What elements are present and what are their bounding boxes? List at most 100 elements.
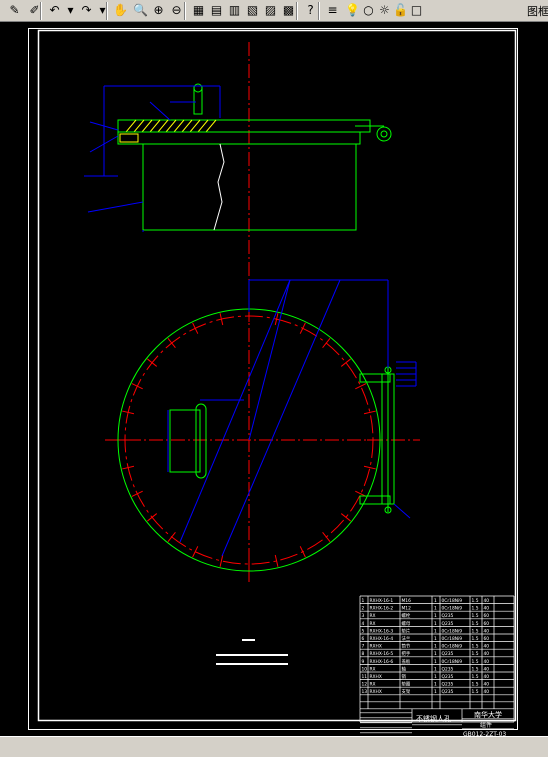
bolt-tick — [122, 465, 135, 470]
plan-dimensions — [167, 279, 417, 557]
help-icon[interactable]: ? — [307, 3, 314, 17]
parts-list-qty: 1 — [434, 628, 437, 634]
parts-list-weight: 1.5 — [472, 666, 479, 672]
lock-icon[interactable]: 🔓 — [393, 3, 408, 17]
parts-list-qty: 1 — [434, 651, 437, 657]
parts-list-note: 40 — [484, 628, 490, 634]
undo-icon[interactable]: ↶ — [49, 3, 60, 17]
parts-list-no: 10 — [362, 666, 368, 672]
parts-list-qty: 1 — [434, 659, 437, 665]
school-name: 南华大学 — [474, 710, 502, 719]
properties-icon[interactable]: ▦ — [192, 3, 205, 17]
markup-icon[interactable]: ▨ — [264, 3, 277, 17]
handle-slot — [195, 403, 207, 479]
parts-list-name: 把手 — [402, 650, 411, 657]
hinge-bottom-lug — [359, 495, 391, 505]
freeze-icon[interactable]: ☼ — [379, 3, 390, 17]
pan-icon[interactable]: ✋ — [113, 3, 128, 17]
cad-drawing: 1RXHX-16-1M1610Cr18Ni91.5402RXHX-16-2M12… — [28, 28, 518, 736]
parts-list-material: 0Cr18Ni9 — [442, 628, 463, 634]
parts-list-name: 垫片 — [402, 627, 411, 634]
handle-knob — [193, 83, 203, 93]
layers-icon[interactable]: ≡ — [327, 3, 338, 17]
sheet-outer-border — [28, 28, 518, 730]
parts-list-material: 0Cr18Ni9 — [442, 636, 463, 642]
technical-notes — [216, 639, 288, 665]
parts-list-name: 盖板 — [402, 658, 411, 665]
bolt-tick — [274, 313, 279, 326]
parts-list-no: 9 — [362, 659, 365, 665]
zoom-window-icon[interactable]: ⊕ — [153, 3, 164, 17]
parts-list-code: RXHX-16-6 — [370, 659, 394, 665]
parts-list-no: 8 — [362, 651, 365, 657]
parts-list-code: RX — [370, 666, 376, 672]
parts-list-name: M12 — [402, 606, 412, 612]
parts-list-material: Q235 — [442, 613, 454, 619]
zoom-previous-icon[interactable]: ⊖ — [171, 3, 182, 17]
highlighter-icon[interactable]: ✐ — [29, 3, 40, 17]
parts-list-qty: 1 — [434, 621, 437, 627]
calculator-icon[interactable]: ▩ — [282, 3, 295, 17]
parts-list-no: 3 — [362, 613, 365, 619]
light-bulb-icon[interactable]: 💡 — [345, 3, 360, 17]
parts-list-name: M16 — [402, 598, 412, 604]
parts-list-no: 1 — [362, 598, 365, 604]
standard-toolbar: ✎✐↶▾↷▾✋🔍⊕⊖▦▤▥▧▨▩?≡💡○☼🔓□图框 — [0, 0, 548, 22]
parts-list-qty: 1 — [434, 689, 437, 695]
parts-list-note: 40 — [484, 651, 490, 657]
parts-list-code: RX — [370, 621, 376, 627]
parts-list-material: Q235 — [442, 689, 454, 695]
parts-list-weight: 1.5 — [472, 644, 479, 650]
parts-list-code: RXHX — [370, 689, 382, 695]
bolt-tick — [131, 383, 143, 390]
design-center-icon[interactable]: ▤ — [210, 3, 223, 17]
parts-list-note: 40 — [484, 659, 490, 665]
bolt-tick — [219, 554, 224, 567]
parts-list-weight: 1.5 — [472, 636, 479, 642]
parts-list-weight: 1.5 — [472, 606, 479, 612]
parts-list-weight: 1.5 — [472, 613, 479, 619]
cover-plate — [117, 119, 371, 133]
color-swatch-icon[interactable]: □ — [410, 3, 423, 17]
parts-list-note: 40 — [484, 598, 490, 604]
undo-dropdown-icon[interactable]: ▾ — [67, 3, 74, 17]
hinge-pin — [376, 126, 392, 142]
parts-list-code: RXHX-16-5 — [370, 651, 394, 657]
parts-list-qty: 1 — [434, 674, 437, 680]
bolt-tick — [363, 410, 376, 415]
parts-list-name: 筒节 — [402, 643, 411, 650]
section-dimensions — [84, 85, 221, 232]
sheet-set-icon[interactable]: ▧ — [246, 3, 259, 17]
parts-list-code: RXHX — [370, 674, 382, 680]
redo-dropdown-icon[interactable]: ▾ — [99, 3, 106, 17]
parts-list-note: 40 — [484, 689, 490, 695]
bolt-tick — [322, 338, 331, 349]
pencil-icon[interactable]: ✎ — [9, 3, 20, 17]
parts-list-no: 2 — [362, 606, 365, 612]
sun-icon[interactable]: ○ — [363, 3, 374, 17]
bolt-tick — [147, 358, 158, 367]
bolt-tick — [355, 383, 367, 390]
break-line — [213, 143, 225, 231]
section-view — [84, 83, 392, 232]
bolt-tick — [122, 410, 135, 415]
parts-list-weight: 1.5 — [472, 659, 479, 665]
handle-plate — [169, 409, 201, 473]
bolt-tick — [340, 513, 351, 522]
tool-palettes-icon[interactable]: ▥ — [228, 3, 241, 17]
flange — [117, 131, 361, 145]
parts-list-weight: 1.5 — [472, 621, 479, 627]
hinge-pin-hole — [380, 130, 388, 138]
plan-view — [117, 279, 417, 572]
bolt-tick — [167, 531, 176, 542]
parts-list-code: RXHX-16-1 — [370, 598, 394, 604]
bolt-tick — [363, 465, 376, 470]
redo-icon[interactable]: ↷ — [81, 3, 92, 17]
zoom-realtime-icon[interactable]: 🔍 — [133, 3, 148, 17]
parts-list-code: RX — [370, 613, 376, 619]
parts-list-note: 40 — [484, 682, 490, 688]
parts-list-note: 60 — [484, 613, 490, 619]
parts-list-weight: 1.5 — [472, 628, 479, 634]
